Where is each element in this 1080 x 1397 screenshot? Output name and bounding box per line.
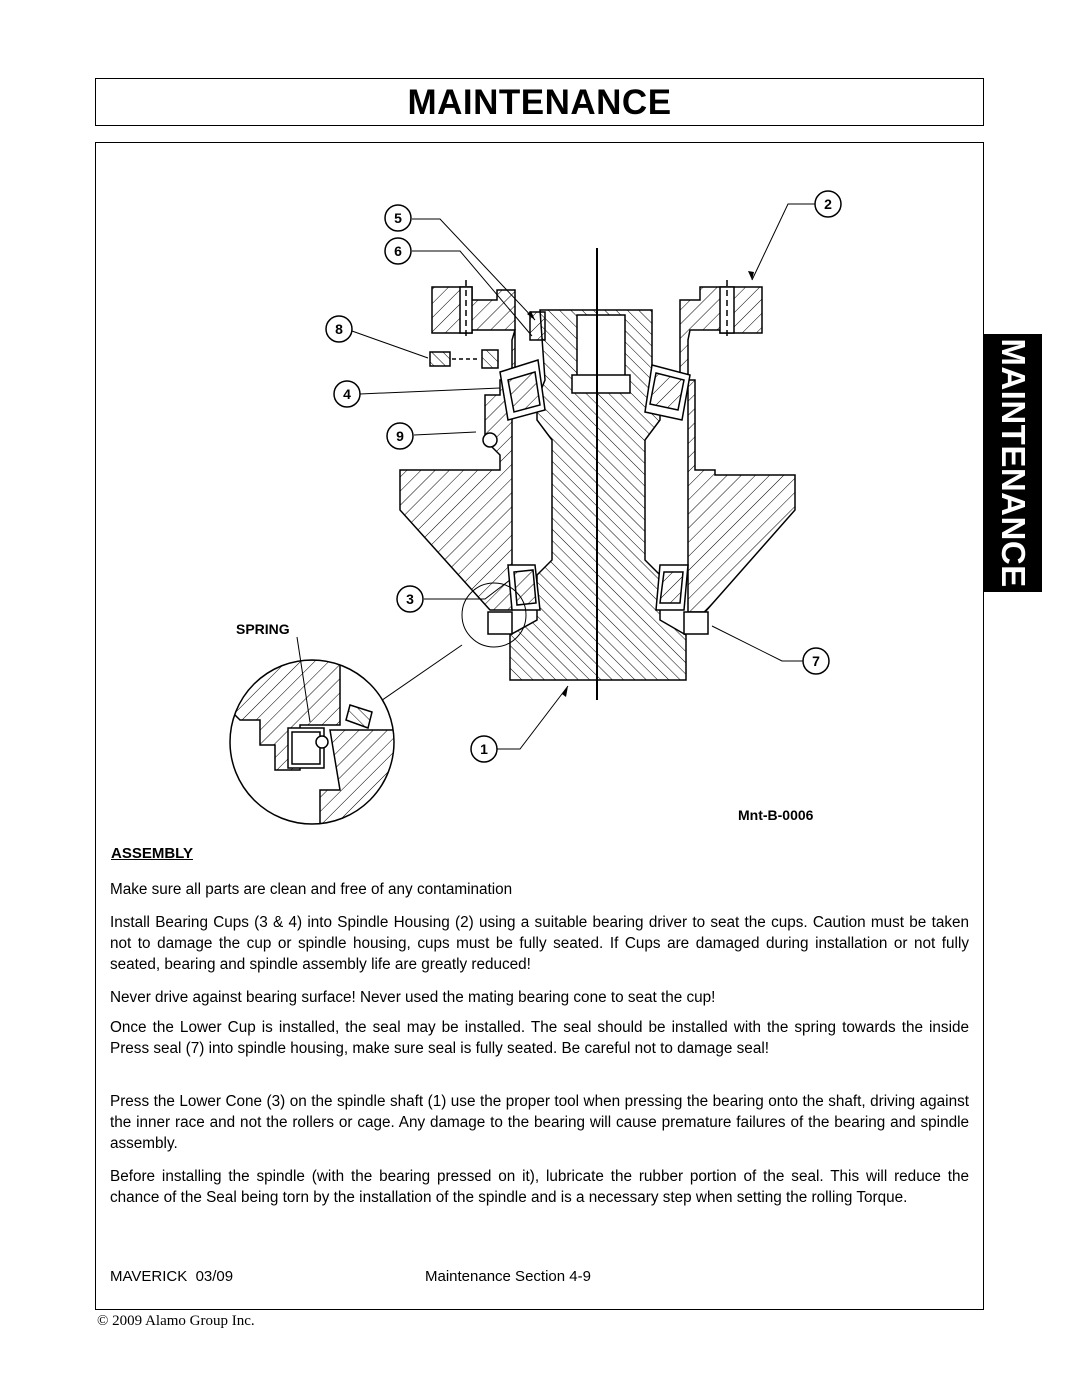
callout-circles — [325, 190, 842, 763]
section-heading: ASSEMBLY — [111, 845, 193, 862]
grease-fitting — [429, 349, 499, 448]
header-box: MAINTENANCE — [95, 78, 984, 126]
paragraph-1: Make sure all parts are clean and free o… — [110, 881, 513, 898]
seal — [487, 611, 709, 635]
callout-7: 7 — [812, 653, 820, 669]
page-title: MAINTENANCE — [407, 83, 672, 122]
callout-4: 4 — [343, 386, 351, 402]
paragraph-5: Press the Lower Cone (3) on the spindle … — [110, 1093, 969, 1152]
spring-label: SPRING — [236, 621, 290, 637]
detail-reference-circle — [461, 582, 527, 648]
copyright: © 2009 Alamo Group Inc. — [97, 1313, 255, 1329]
callout-3: 3 — [406, 591, 414, 607]
spindle-assembly-diagram: 5 6 2 8 4 9 3 7 1 SPRING Mnt-B-0006 — [229, 190, 842, 825]
footer-model: MAVERICK 03/09 — [110, 1268, 234, 1285]
side-tab: MAINTENANCE — [984, 334, 1042, 592]
paragraph-4: Once the Lower Cup is installed, the sea… — [110, 1019, 969, 1057]
callout-6: 6 — [394, 243, 402, 259]
paragraph-3: Never drive against bearing surface! Nev… — [110, 989, 716, 1006]
callout-9: 9 — [396, 428, 404, 444]
leader-lines — [351, 203, 815, 750]
callout-8: 8 — [335, 321, 343, 337]
figure-id: Mnt-B-0006 — [738, 807, 814, 823]
spindle-housing — [399, 280, 796, 613]
callout-2: 2 — [824, 196, 832, 212]
paragraph-6: Before installing the spindle (with the … — [110, 1168, 969, 1206]
seal-detail-view — [229, 659, 395, 825]
paragraph-2: Install Bearing Cups (3 & 4) into Spindl… — [110, 914, 969, 973]
upper-bearing-cup — [499, 359, 691, 421]
lower-bearing-cone — [507, 564, 689, 611]
leader-arrows — [527, 271, 754, 697]
footer-section: Maintenance Section 4-9 — [425, 1268, 591, 1285]
callout-1: 1 — [480, 741, 488, 757]
content-frame — [95, 142, 984, 1310]
callout-5: 5 — [394, 210, 402, 226]
